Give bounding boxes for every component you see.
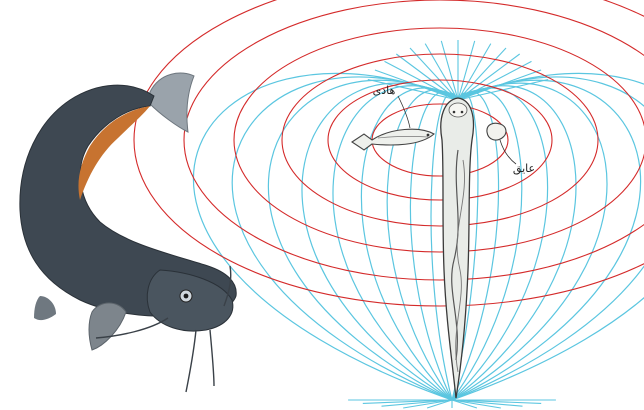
equipotential-ring bbox=[234, 28, 644, 252]
catfish-illustration bbox=[20, 73, 236, 392]
field-line bbox=[302, 83, 458, 400]
catfish-pectoral-fin bbox=[89, 303, 126, 350]
field-line bbox=[193, 73, 458, 400]
conductor-label: هادی bbox=[373, 84, 396, 97]
field-line bbox=[268, 80, 458, 400]
catfish-pelvic-fin bbox=[34, 296, 56, 320]
equipotential-rings bbox=[134, 0, 644, 306]
field-line bbox=[232, 77, 458, 400]
field-ray bbox=[458, 70, 541, 100]
catfish-tail-fin bbox=[150, 73, 194, 132]
electric-fish bbox=[441, 98, 474, 398]
field-line bbox=[452, 77, 644, 400]
insulator-stone-icon bbox=[487, 123, 506, 140]
insulator-label: عایق bbox=[513, 162, 535, 176]
equipotential-ring bbox=[134, 0, 644, 306]
